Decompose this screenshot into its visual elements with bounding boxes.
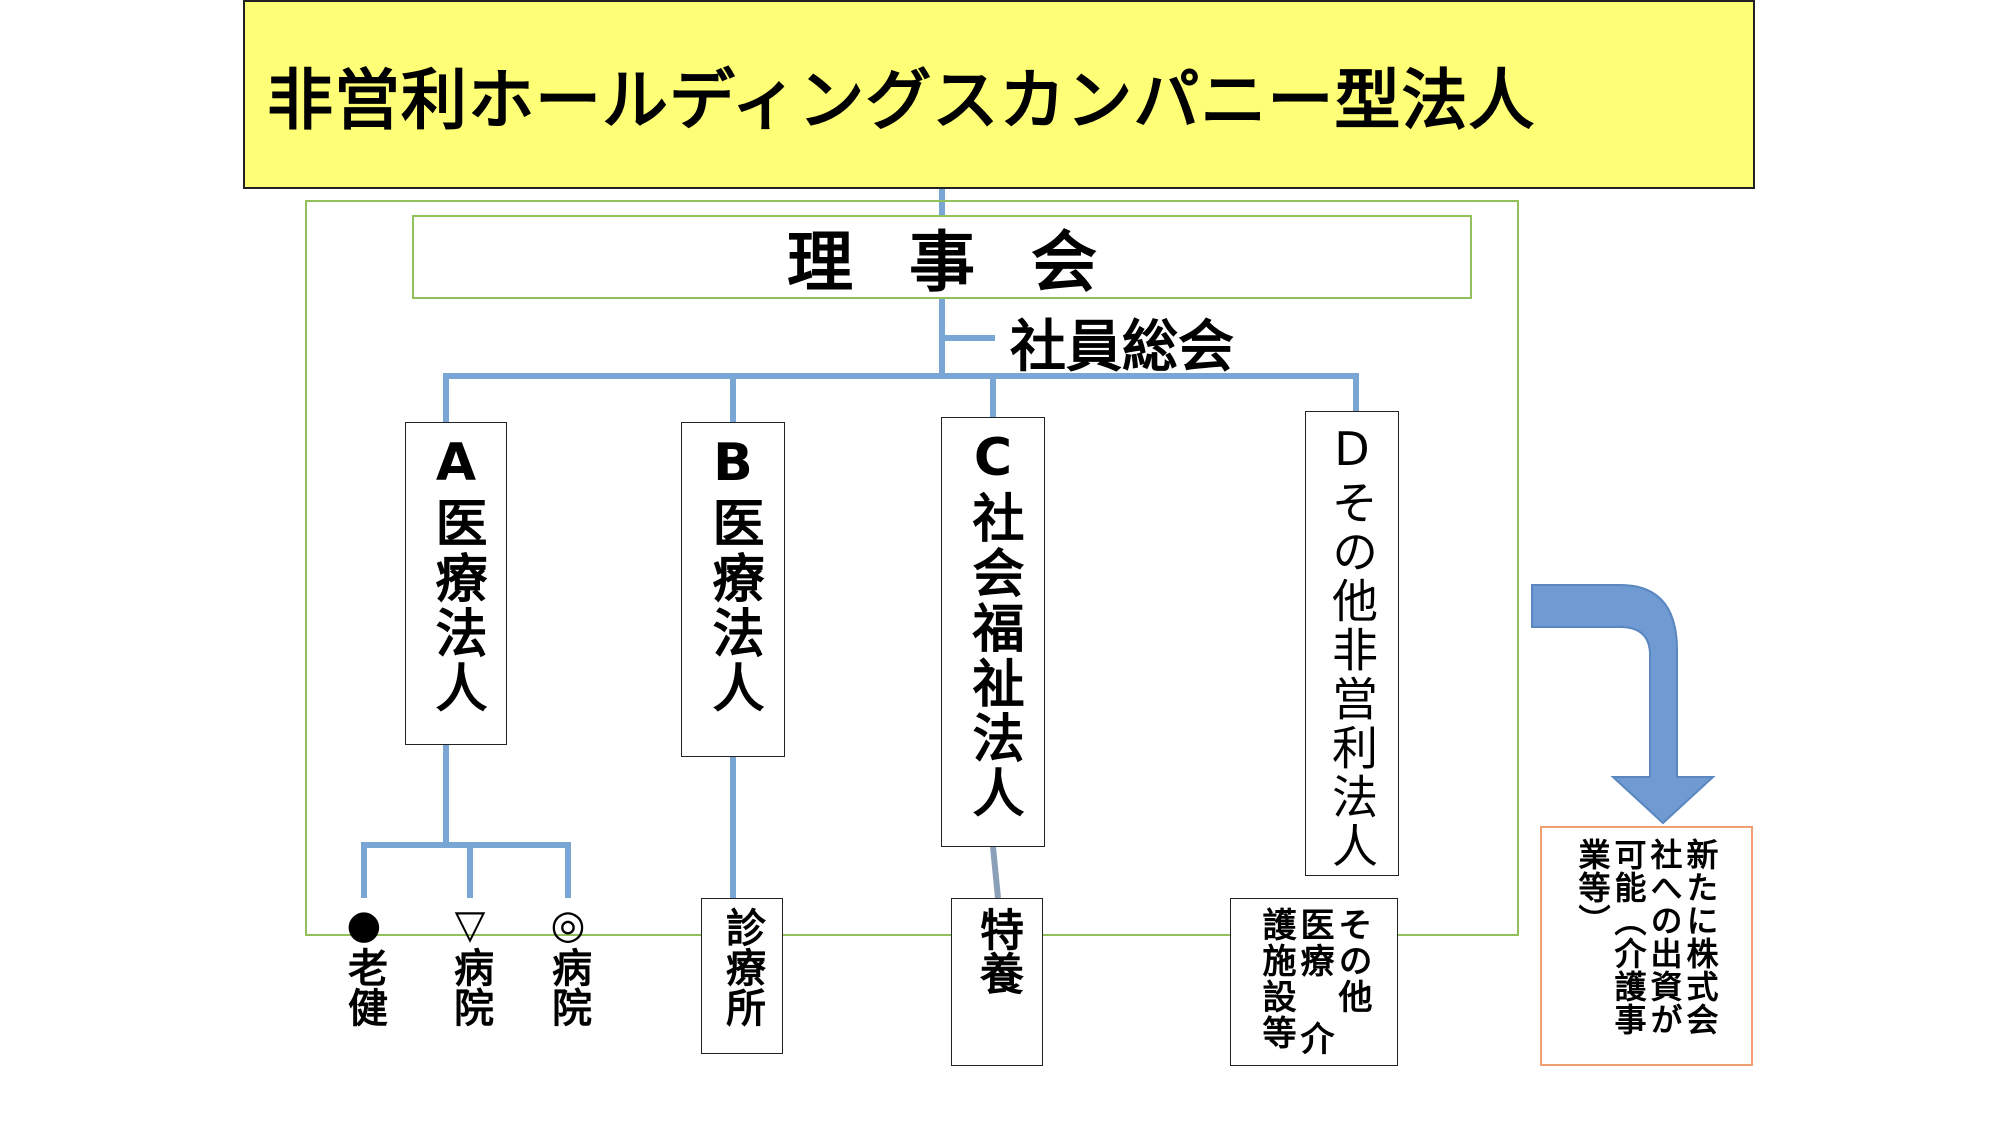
facility-symbol-circle: ●: [346, 902, 382, 948]
curved-arrow: [1531, 584, 1716, 825]
facility-c-label: 特養: [972, 907, 1023, 995]
facility-c-box: 特養: [951, 898, 1043, 1066]
connector-c-facility: [990, 846, 1001, 899]
board-of-directors-box: 理事会: [412, 215, 1472, 301]
facility-a-3: ◎ 病院: [541, 905, 595, 1027]
callout-box: 新たに株式会 社への出資が 可能（介護事 業等）: [1540, 826, 1753, 1066]
facility-b-label: 診療所: [719, 907, 765, 1027]
board-label: 理事会: [787, 224, 1153, 301]
page-title: 非営利ホールディングスカンパニー型法人: [267, 61, 1536, 139]
facility-d-box: その他 医療 介 護施設等: [1230, 898, 1398, 1066]
facility-a-3-name: 病院: [545, 947, 591, 1027]
facility-a-1: ● 老健: [337, 905, 391, 1027]
callout-line-1: 新たに株式会: [1681, 838, 1720, 1036]
corp-b-box: B医療法人: [681, 422, 785, 757]
facility-symbol-double-circle: ◎: [550, 902, 586, 948]
corp-b-label: B医療法人: [703, 433, 763, 716]
facility-a-2: ▽ 病院: [443, 905, 497, 1027]
corp-d-box: Dその他非営利法人: [1305, 411, 1399, 876]
facility-a-2-name: 病院: [447, 947, 493, 1027]
facility-d-line-3: 護施設等: [1256, 907, 1296, 1051]
callout-line-3: 可能（介護事: [1609, 838, 1648, 1036]
title-banner: 非営利ホールディングスカンパニー型法人: [243, 0, 1755, 189]
blue-connectors: [361, 189, 1359, 898]
corp-c-label: C社会福祉法人: [963, 428, 1023, 821]
facility-d-line-2: 医療 介: [1294, 907, 1334, 1057]
facility-a-1-name: 老健: [341, 947, 387, 1027]
general-assembly: 社員総会: [1010, 306, 1234, 380]
facility-d-line-1: その他: [1332, 907, 1372, 1015]
corp-a-label: A医療法人: [426, 433, 486, 716]
corp-c-box: C社会福祉法人: [941, 417, 1045, 847]
facility-b-box: 診療所: [701, 898, 783, 1054]
callout-line-4: 業等）: [1573, 838, 1612, 937]
corp-d-label: Dその他非営利法人: [1325, 422, 1379, 871]
facility-symbol-triangle: ▽: [454, 902, 486, 948]
assembly-label: 社員総会: [1010, 314, 1234, 380]
callout-line-2: 社への出資が: [1645, 838, 1684, 1036]
organization-frame: [305, 200, 1519, 936]
corp-a-box: A医療法人: [405, 422, 507, 745]
